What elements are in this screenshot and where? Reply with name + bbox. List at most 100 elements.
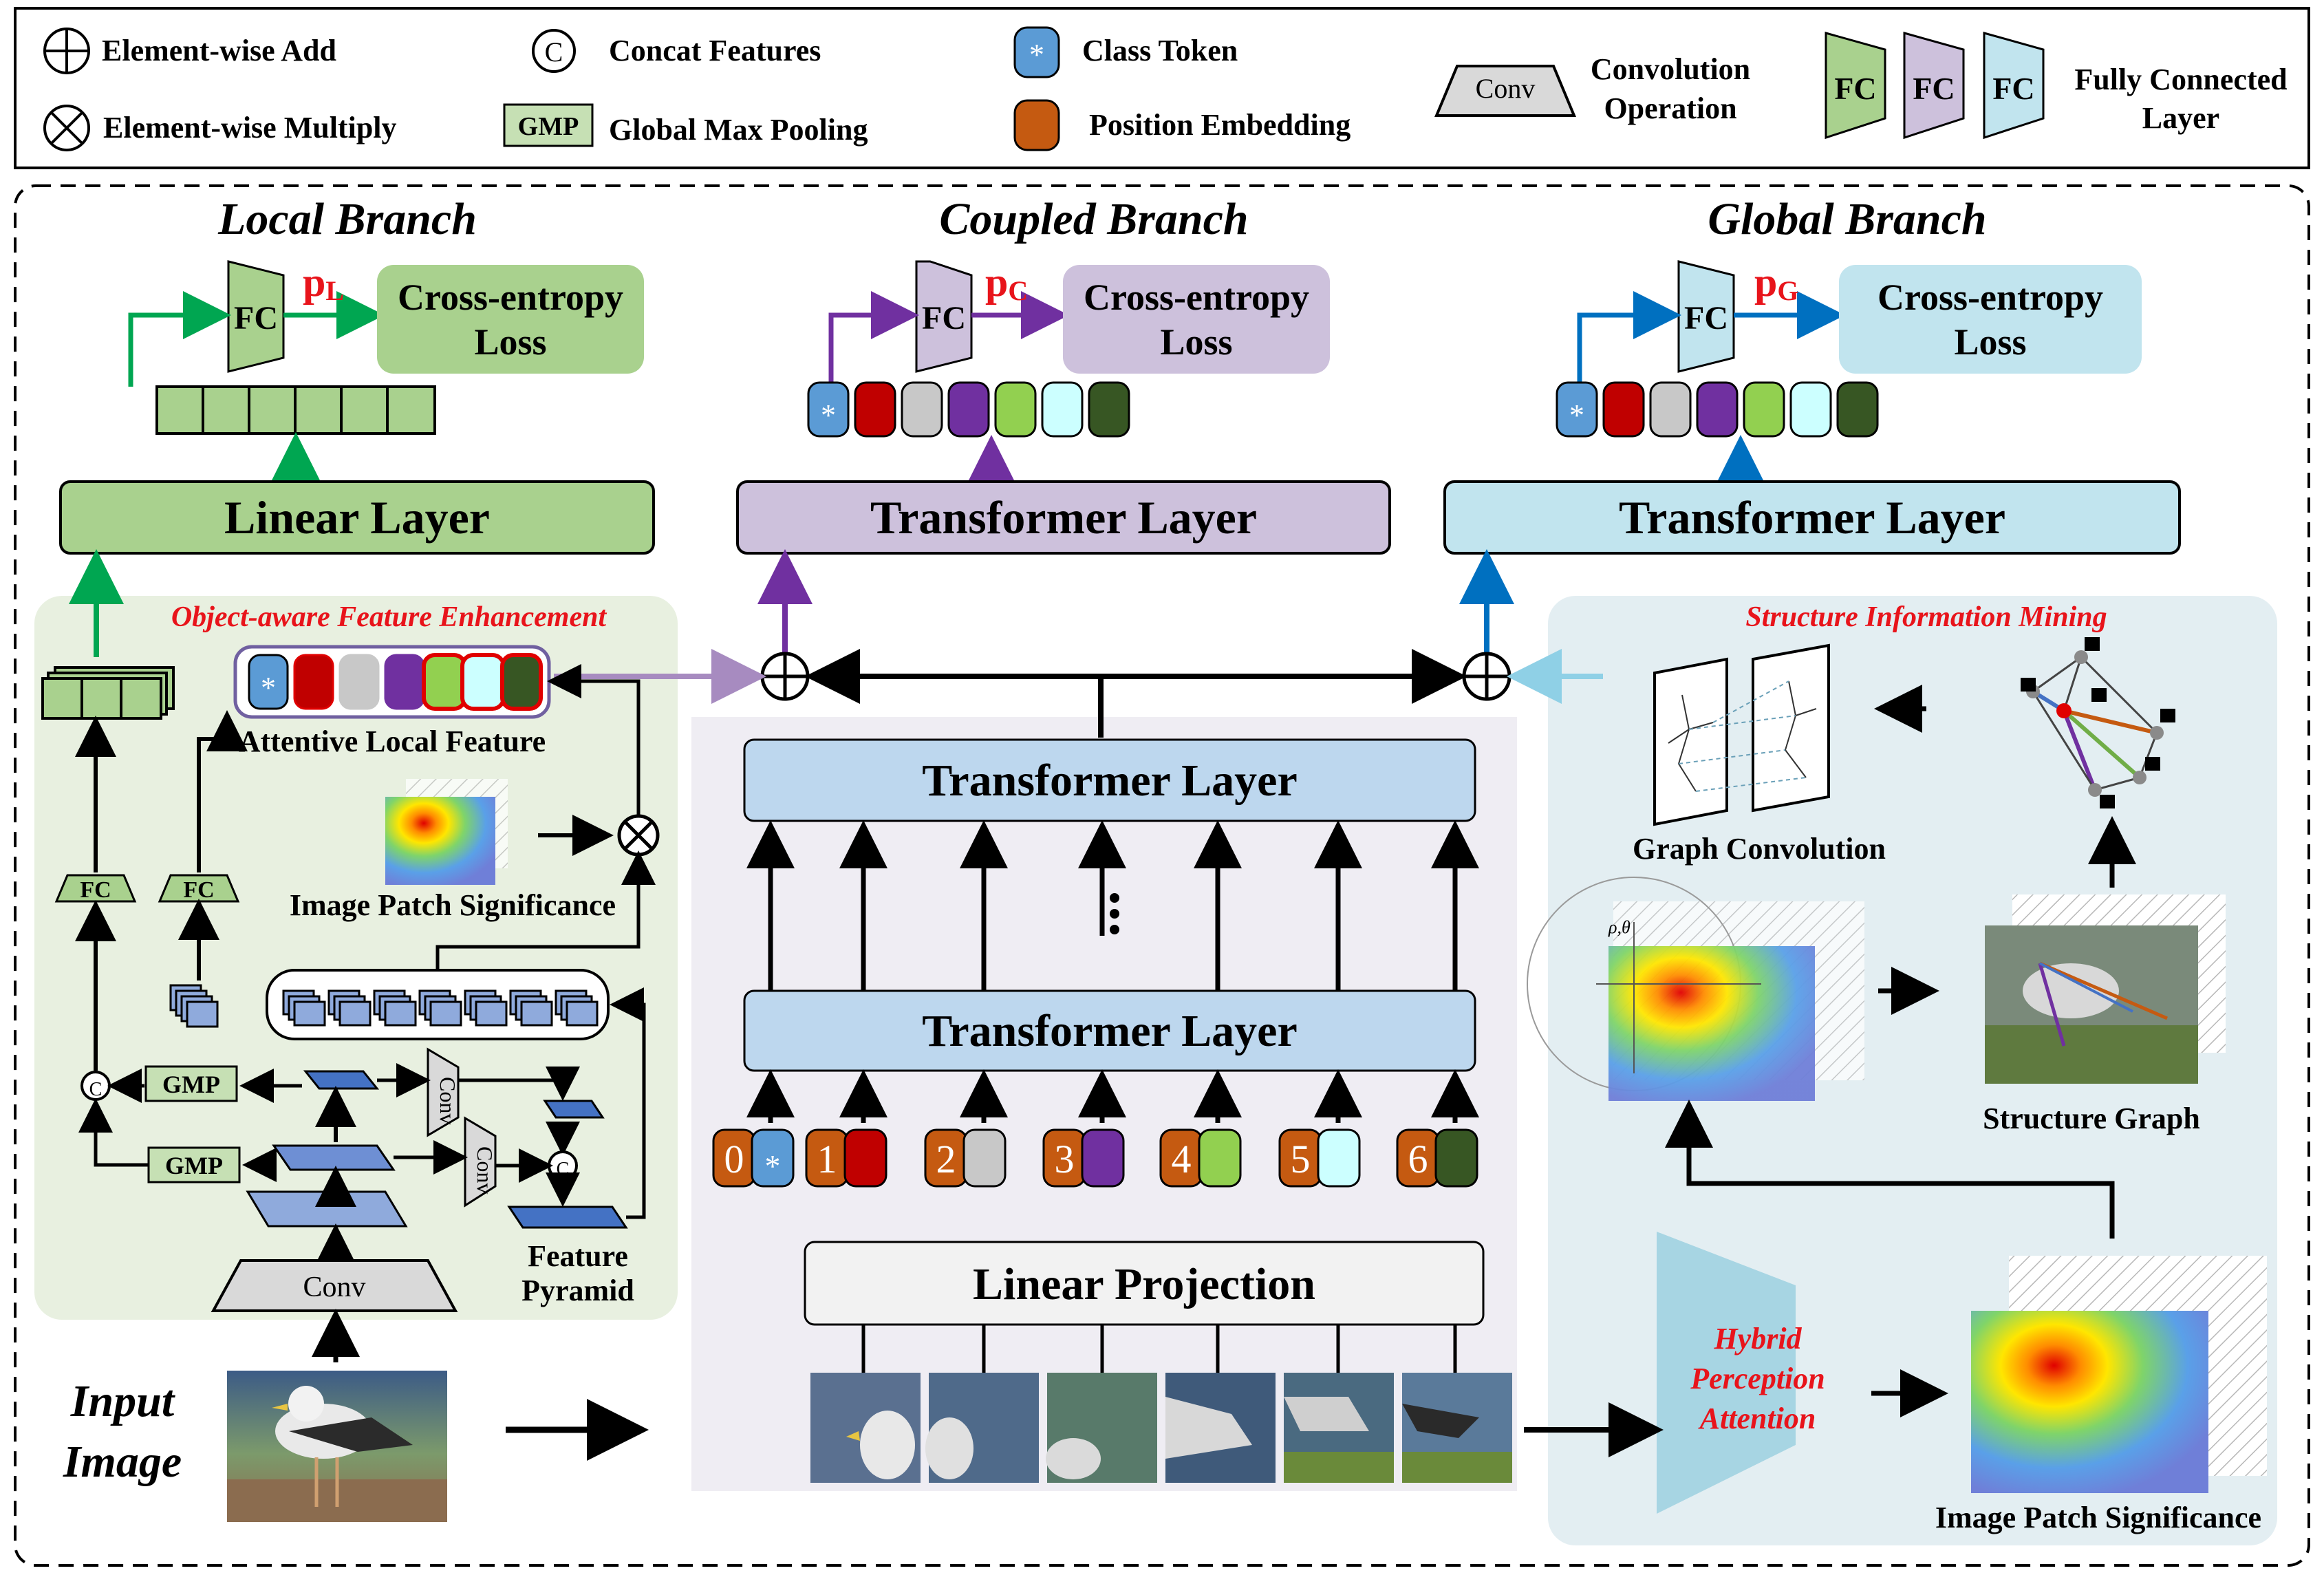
svg-text:Loss: Loss <box>1954 321 2026 363</box>
backbone-feature-planes <box>246 1070 408 1228</box>
legend-conv-label-2: Operation <box>1604 92 1736 125</box>
structure-graph-icon <box>2021 637 2175 808</box>
legend-gmp-label: Global Max Pooling <box>609 113 868 147</box>
legend: Element-wise Add Element-wise Multiply C… <box>14 7 2310 169</box>
sim-title: Structure Information Mining <box>1745 601 2107 633</box>
legend-gmp-box-label: GMP <box>518 112 579 141</box>
ofe-conv-vertical-1 <box>427 1047 460 1137</box>
fusion-row <box>554 649 1603 738</box>
add-icon <box>43 28 90 74</box>
svg-text:FC: FC <box>80 877 111 903</box>
token-5: 5 <box>1278 1128 1361 1188</box>
ofe-conv-bottom <box>211 1259 458 1312</box>
coupled-transformer-layer <box>736 480 1391 555</box>
svg-text:FC: FC <box>1684 300 1728 336</box>
pyramid-small-plane <box>543 1100 605 1119</box>
svg-text:GMP: GMP <box>165 1152 223 1179</box>
ofe-multiply-icon <box>617 814 660 857</box>
legend-fc-label-1: Fully Connected <box>2074 63 2287 96</box>
pyramid-output-plane <box>507 1206 628 1229</box>
input-label-1: Input <box>70 1376 175 1426</box>
pooled-feature-stack <box>169 984 219 1028</box>
ofe-module: Object-aware Feature Enhancement * Atten… <box>41 601 660 1362</box>
polar-significance-map: ρ,θ <box>1527 877 1864 1101</box>
attentive-local-feature-label: Attentive Local Feature <box>239 725 546 758</box>
structure-graph-image <box>1985 894 2226 1084</box>
legend-position-embedding-label: Position Embedding <box>1089 108 1351 142</box>
svg-text:Transformer Layer: Transformer Layer <box>922 1006 1298 1056</box>
svg-text:Conv: Conv <box>303 1272 365 1303</box>
global-token-sequence: * <box>1556 381 1879 438</box>
token-6: 6 <box>1396 1128 1478 1188</box>
ofe-conv-vertical-2 <box>464 1116 497 1208</box>
svg-text:FC: FC <box>183 877 214 903</box>
local-p-label: pL <box>303 259 344 306</box>
svg-text:Conv: Conv <box>473 1146 497 1194</box>
conv-legend-icon <box>1434 65 1576 117</box>
multiply-icon <box>43 105 90 151</box>
svg-text:6: 6 <box>1408 1137 1428 1181</box>
local-head: FC pL Cross-entropy Loss Linear Layer <box>59 259 655 657</box>
svg-text:4: 4 <box>1172 1137 1192 1181</box>
global-loss-box <box>1839 265 2142 374</box>
main-dashed-frame <box>14 184 2310 1567</box>
ellipsis-dots <box>1110 893 1119 934</box>
ofe-significance-map <box>385 779 508 885</box>
svg-text:FC: FC <box>1834 71 1876 106</box>
fc-legend-icons: FC FC FC <box>1825 32 2045 140</box>
svg-text:*: * <box>821 398 836 432</box>
global-transformer-layer <box>1443 480 2181 555</box>
svg-text:GMP: GMP <box>162 1071 220 1098</box>
token-0: 0 * <box>712 1128 795 1188</box>
local-feature-stack <box>41 666 175 720</box>
graph-convolution-planes <box>1653 643 1830 826</box>
local-linear-layer <box>59 480 655 555</box>
local-loss-box <box>377 265 644 374</box>
structure-graph-label: Structure Graph <box>1983 1102 2200 1135</box>
svg-text:FC: FC <box>234 300 278 336</box>
ofe-significance-label: Image Patch Significance <box>290 888 616 922</box>
svg-text:Cross-entropy: Cross-entropy <box>398 277 623 318</box>
token-1: 1 <box>805 1128 887 1188</box>
svg-text:FC: FC <box>1913 71 1955 106</box>
coupled-token-sequence: * <box>807 381 1130 438</box>
graph-convolution-label: Graph Convolution <box>1633 832 1886 866</box>
global-add-icon <box>1462 652 1511 701</box>
svg-text:Transformer Layer: Transformer Layer <box>922 756 1298 806</box>
legend-conv-label-1: Convolution <box>1591 52 1750 86</box>
token-2: 2 <box>924 1128 1007 1188</box>
feature-pyramid-label-2: Pyramid <box>521 1274 634 1307</box>
svg-text:*: * <box>1029 38 1044 72</box>
svg-text:2: 2 <box>936 1137 956 1181</box>
ofe-gmp-top <box>144 1065 238 1102</box>
legend-multiply-label: Element-wise Multiply <box>103 111 397 144</box>
svg-text:C: C <box>557 1159 570 1180</box>
class-token-legend-icon <box>1013 26 1060 78</box>
pyramid-concat-icon: C <box>548 1150 578 1181</box>
svg-text:Attention: Attention <box>1698 1402 1816 1435</box>
global-p-label: pG <box>1754 259 1799 306</box>
coupled-loss-box <box>1063 265 1330 374</box>
input-label-2: Image <box>63 1437 182 1487</box>
linear-projection <box>804 1241 1485 1326</box>
svg-text:Conv: Conv <box>435 1077 460 1124</box>
gmp-legend-box <box>503 103 594 147</box>
token-3: 3 <box>1042 1128 1125 1188</box>
pyramid-mini-features <box>282 989 599 1027</box>
legend-add-label: Element-wise Add <box>102 34 336 67</box>
coupled-head: FC pC Cross-entropy Loss * Transformer L… <box>736 259 1391 661</box>
svg-text:0: 0 <box>724 1137 744 1181</box>
svg-text:*: * <box>261 671 276 705</box>
image-patches <box>810 1373 1512 1483</box>
svg-text:C: C <box>89 1079 103 1100</box>
hybrid-perception-attention <box>1657 1232 1796 1514</box>
legend-fc-label-2: Layer <box>2142 101 2219 135</box>
svg-text:Loss: Loss <box>1160 321 1232 363</box>
svg-text:ρ,θ: ρ,θ <box>1608 917 1631 937</box>
coupled-add-icon <box>760 652 810 701</box>
svg-text:Cross-entropy: Cross-entropy <box>1878 277 2103 318</box>
conv-legend-text: Conv <box>1476 73 1536 104</box>
global-head: FC pG Cross-entropy Loss * Transformer L… <box>1443 259 2181 661</box>
sim-significance-map <box>1971 1256 2267 1493</box>
